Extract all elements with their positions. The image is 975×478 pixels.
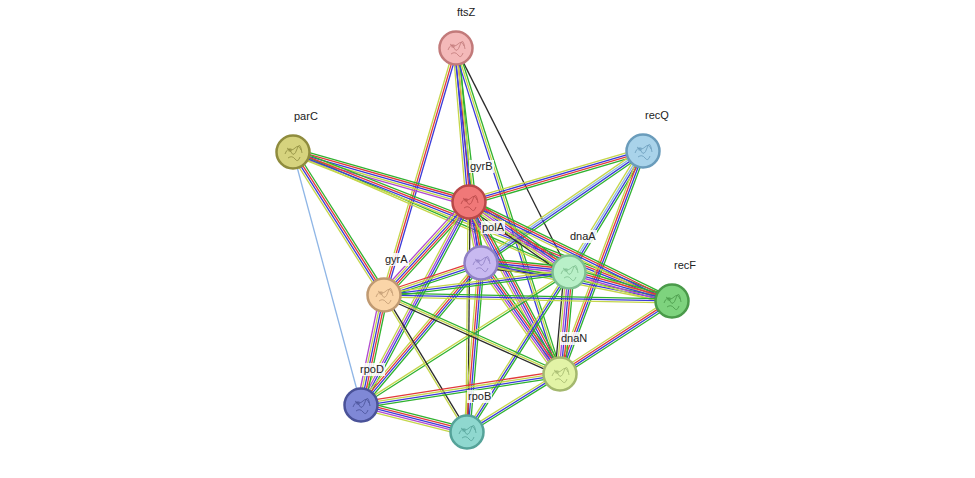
evidence-line [376, 375, 545, 401]
protein-node: gyrB [451, 184, 487, 220]
protein-circle [449, 414, 485, 450]
protein-circle [551, 254, 587, 290]
interaction-edge [582, 272, 658, 301]
evidence-line [297, 167, 357, 391]
node-label: polA [481, 221, 505, 234]
evidence-line [394, 213, 459, 284]
node-label: gyrB [469, 160, 494, 173]
evidence-line [399, 297, 657, 302]
evidence-line [375, 373, 544, 399]
node-label: parC [293, 110, 319, 123]
evidence-line [376, 409, 453, 429]
node-label: rpoD [359, 363, 385, 376]
interaction-edge [306, 152, 455, 201]
protein-node: rpoB [449, 414, 485, 450]
protein-circle [463, 245, 499, 281]
protein-circle [654, 283, 690, 319]
evidence-line [399, 299, 548, 366]
protein-node: polA [463, 245, 499, 281]
evidence-line [386, 62, 450, 280]
node-label: gyrA [384, 253, 409, 266]
interaction-edge [360, 309, 385, 391]
interaction-edge [492, 157, 633, 257]
evidence-line [364, 310, 381, 391]
evidence-line [370, 274, 471, 393]
protein-circle [438, 30, 474, 66]
protein-circle [366, 277, 402, 313]
protein-node: dnaA [551, 254, 587, 290]
evidence-line [307, 158, 454, 200]
evidence-line [375, 413, 452, 433]
interaction-edge [375, 405, 454, 432]
interaction-edge [297, 167, 357, 391]
evidence-line [398, 301, 547, 368]
node-label: rpoB [467, 390, 492, 403]
protein-node: recQ [625, 133, 661, 169]
node-label: recF [673, 259, 697, 272]
evidence-line [388, 62, 452, 280]
protein-circle [542, 356, 578, 392]
interaction-edge [397, 299, 547, 369]
protein-circle [275, 134, 311, 170]
protein-node: recF [654, 283, 690, 319]
evidence-line [307, 157, 658, 295]
evidence-line [376, 407, 453, 427]
node-label: dnaA [569, 230, 597, 243]
evidence-line [397, 303, 546, 370]
protein-node: ftsZ [438, 30, 474, 66]
protein-node: rpoD [343, 387, 379, 423]
evidence-line [482, 210, 658, 296]
interaction-edge [299, 163, 379, 284]
interaction-edge [391, 307, 460, 419]
evidence-line [473, 217, 550, 363]
evidence-line [377, 405, 454, 425]
node-label: recQ [644, 109, 670, 122]
protein-circle [343, 387, 379, 423]
evidence-line [584, 274, 658, 295]
evidence-line [362, 309, 379, 390]
evidence-line [585, 272, 659, 293]
evidence-line [307, 158, 658, 296]
protein-node: parC [275, 134, 311, 170]
node-label: dnaN [560, 332, 588, 345]
protein-circle [625, 133, 661, 169]
node-label: ftsZ [456, 6, 476, 19]
evidence-line [360, 309, 377, 390]
protein-node: gyrA [366, 277, 402, 313]
evidence-line [483, 208, 659, 294]
protein-circle [451, 184, 487, 220]
evidence-line [583, 278, 657, 299]
evidence-line [583, 276, 657, 297]
evidence-line [375, 411, 452, 431]
evidence-line [468, 218, 474, 250]
evidence-line [480, 382, 548, 424]
protein-node: dnaN [542, 356, 578, 392]
evidence-line [299, 166, 374, 284]
interaction-edge [479, 380, 549, 426]
interaction-edge [399, 293, 657, 302]
interaction-edge [306, 155, 659, 299]
evidence-line [391, 308, 459, 419]
